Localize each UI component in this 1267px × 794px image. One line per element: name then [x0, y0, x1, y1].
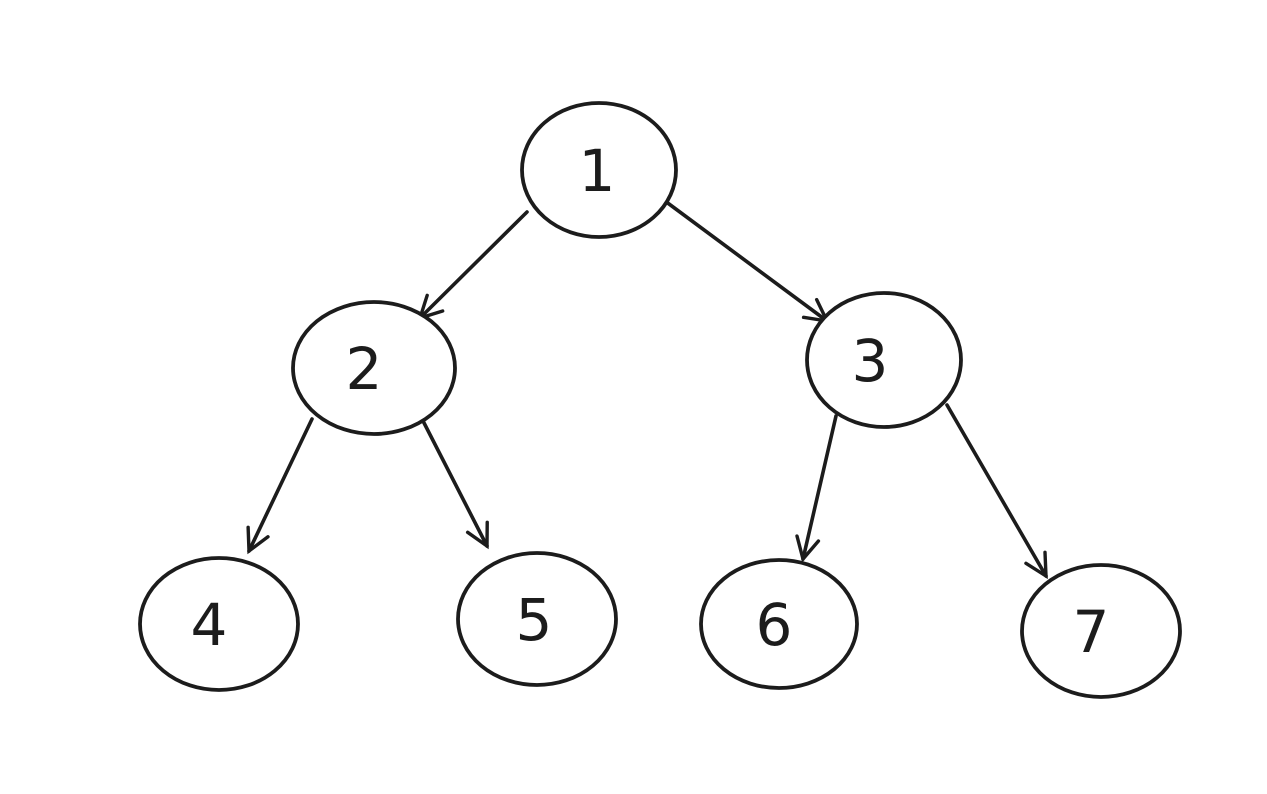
- tree-node-7: 7: [1020, 563, 1182, 699]
- tree-node-circle-1: [520, 101, 678, 239]
- tree-node-circle-6: [699, 558, 859, 690]
- tree-edge-1-3: [663, 199, 830, 324]
- tree-node-label-2: 2: [346, 335, 383, 403]
- tree-node-circle-4: [138, 556, 300, 692]
- tree-node-6: 6: [699, 558, 859, 690]
- tree-edge-3-6: [795, 414, 838, 563]
- tree-node-circle-2: [291, 300, 457, 436]
- tree-node-label-4: 4: [191, 591, 228, 659]
- tree-nodes-layer: 1 2 3 4 5 6 7: [138, 101, 1182, 699]
- tree-node-circle-5: [456, 551, 618, 687]
- tree-node-label-7: 7: [1073, 598, 1110, 666]
- tree-edges-layer: [246, 199, 1048, 580]
- tree-node-label-1: 1: [579, 137, 616, 205]
- tree-edge-2-4: [246, 417, 314, 555]
- tree-edge-2-5: [419, 415, 489, 550]
- tree-node-2: 2: [291, 300, 457, 436]
- tree-node-5: 5: [456, 551, 618, 687]
- tree-node-3: 3: [805, 291, 963, 429]
- tree-node-label-6: 6: [756, 591, 793, 659]
- tree-edge-3-7: [945, 403, 1048, 580]
- tree-node-1: 1: [520, 101, 678, 239]
- tree-node-circle-7: [1020, 563, 1182, 699]
- tree-node-4: 4: [138, 556, 300, 692]
- tree-edge-1-2: [417, 210, 529, 321]
- tree-node-label-3: 3: [852, 327, 889, 395]
- tree-node-label-5: 5: [516, 586, 553, 654]
- tree-node-circle-3: [805, 291, 963, 429]
